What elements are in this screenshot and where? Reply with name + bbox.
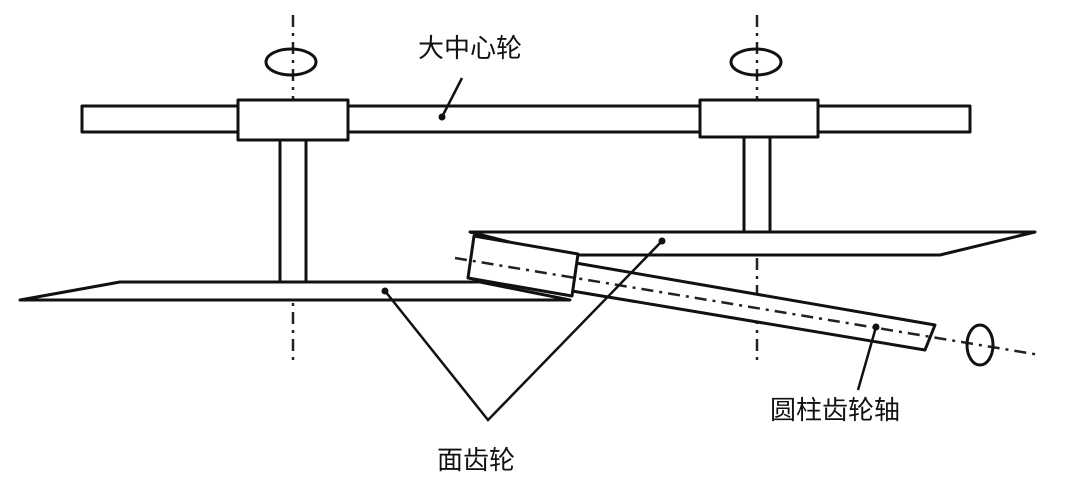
- spur-gear-shaft-label: 圆柱齿轮轴: [770, 396, 901, 426]
- face-gear-right-leader-dot: [658, 237, 666, 245]
- face-gear-left-leader-dot: [381, 287, 389, 295]
- right-rotation-arrow-icon: [729, 47, 783, 77]
- left-rotation-arrow-icon: [264, 47, 318, 77]
- face-gear-leader: [384, 240, 663, 422]
- right-hub: [698, 98, 820, 139]
- large-center-gear-label: 大中心轮: [418, 34, 523, 64]
- face-gear-label: 面齿轮: [437, 446, 516, 476]
- spur-gear-axis: [454, 256, 1041, 357]
- center-gear-leader-dot: [438, 113, 446, 121]
- spur-gear: [466, 234, 580, 298]
- left-face-gear: [18, 280, 572, 302]
- left-vertical-shaft: [278, 138, 308, 290]
- left-hub: [236, 98, 350, 142]
- large-center-gear: [80, 104, 972, 134]
- center-gear-leader: [440, 77, 464, 118]
- right-vertical-shaft: [742, 135, 772, 237]
- spur-shaft-leader: [856, 326, 878, 391]
- spur-rotation-arrow-icon: [965, 323, 995, 367]
- spur-shaft-leader-dot: [872, 323, 880, 331]
